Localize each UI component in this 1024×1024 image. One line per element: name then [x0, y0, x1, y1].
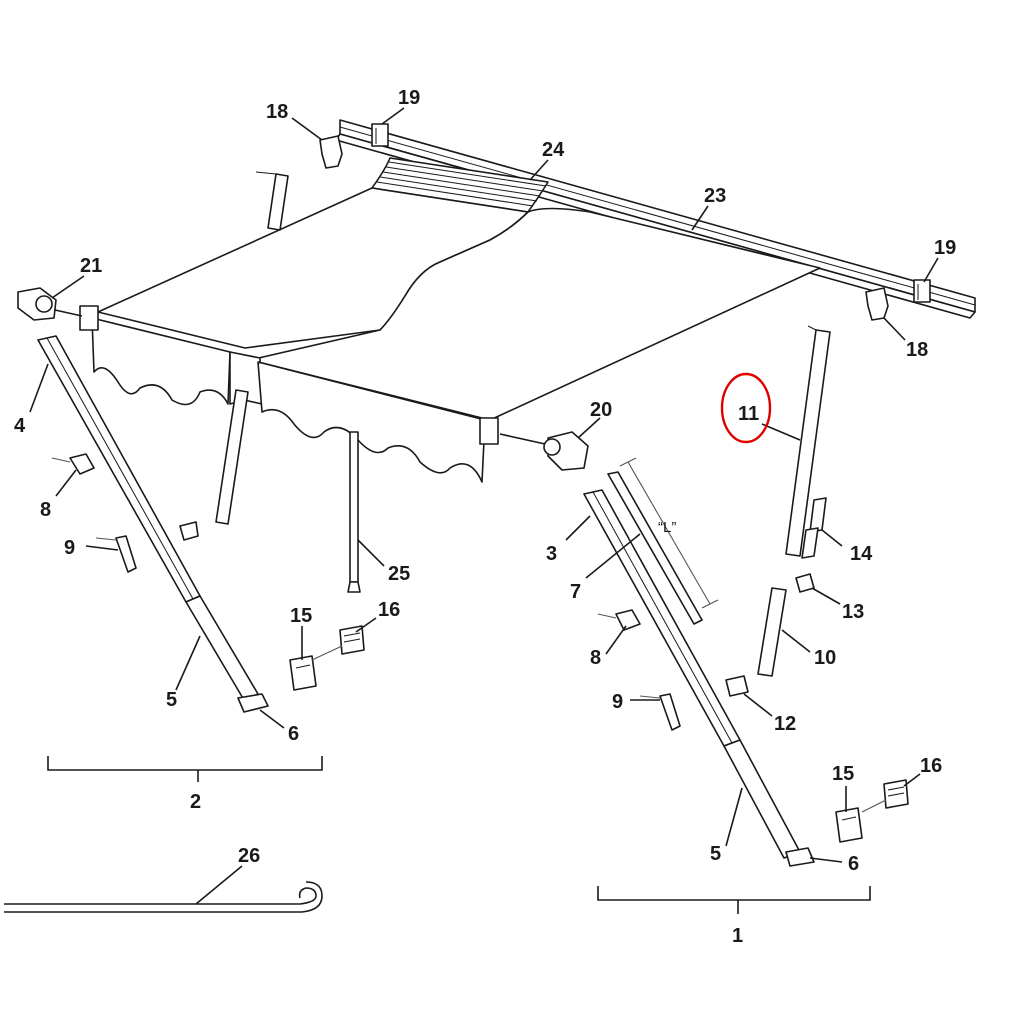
rail-cover-roll	[371, 157, 549, 213]
label-2: 2	[190, 791, 201, 813]
rafter-foot-left	[179, 521, 199, 541]
label-5-right: 5	[710, 843, 721, 865]
rafter-knob	[801, 497, 827, 559]
arm-extension	[607, 471, 703, 625]
main-arm-right	[583, 489, 801, 859]
rail-clamp-right	[913, 279, 931, 303]
label-1: 1	[732, 925, 743, 947]
part-labels: 19 18 24 23 19 18 21 4 8 9 5 6 15 16 25 …	[14, 87, 956, 947]
label-10: 10	[814, 647, 836, 669]
arm-foot-right	[785, 847, 815, 867]
label-18-left: 18	[266, 101, 288, 123]
label-11: 11	[738, 403, 759, 425]
leader-lines	[29, 107, 939, 905]
dimension-length	[619, 457, 719, 609]
rafter-foot-right	[725, 675, 749, 697]
rafter-arm-right-lower	[757, 587, 787, 677]
label-25: 25	[388, 563, 410, 585]
label-8-left: 8	[40, 499, 51, 521]
arm-bracket-right	[597, 609, 641, 631]
top-bracket-left	[319, 135, 343, 169]
mount-plate-left	[311, 625, 365, 661]
label-16-left: 16	[378, 599, 400, 621]
wall-bracket-right	[835, 807, 863, 843]
rafter-arm-right-upper	[785, 325, 831, 557]
label-24: 24	[542, 139, 565, 161]
label-19-right: 19	[934, 237, 956, 259]
label-21: 21	[80, 255, 102, 277]
arm-latch-left	[95, 535, 137, 573]
label-12: 12	[774, 713, 796, 735]
label-15-right: 15	[832, 763, 854, 785]
label-4: 4	[14, 415, 26, 437]
end-cap-left	[17, 287, 57, 321]
highlight-circle	[720, 372, 772, 444]
label-9-left: 9	[64, 537, 75, 559]
arm-foot-left	[237, 693, 269, 713]
tension-rod	[4, 881, 323, 913]
arm-bracket-left	[51, 453, 95, 475]
label-16-right: 16	[920, 755, 942, 777]
label-8-right: 8	[590, 647, 601, 669]
label-6-right: 6	[848, 853, 859, 875]
rafter-wing-nut	[795, 573, 815, 593]
label-20: 20	[590, 399, 612, 421]
awning-fabric	[79, 187, 821, 483]
top-bracket-right	[865, 287, 889, 321]
label-3: 3	[546, 543, 557, 565]
wall-bracket-left	[289, 655, 317, 691]
label-19-left: 19	[398, 87, 420, 109]
label-7: 7	[570, 581, 581, 603]
pull-strap	[347, 431, 361, 593]
label-18-right: 18	[906, 339, 928, 361]
arm-latch-right	[639, 693, 681, 731]
end-cap-right	[543, 431, 589, 471]
label-9-right: 9	[612, 691, 623, 713]
roller-tube	[54, 309, 546, 445]
label-5-left: 5	[166, 689, 177, 711]
label-14: 14	[850, 543, 873, 565]
label-26: 26	[238, 845, 260, 867]
label-13: 13	[842, 601, 864, 623]
label-23: 23	[704, 185, 726, 207]
rail-clamp-left	[371, 123, 389, 147]
assembly-bracket-2	[47, 756, 323, 782]
label-6-left: 6	[288, 723, 299, 745]
rafter-arm-left-upper	[215, 171, 289, 525]
dimension-label: “L”	[658, 519, 676, 536]
assembly-bracket-1	[597, 886, 871, 914]
label-15-left: 15	[290, 605, 312, 627]
mount-plate-right	[861, 779, 909, 813]
